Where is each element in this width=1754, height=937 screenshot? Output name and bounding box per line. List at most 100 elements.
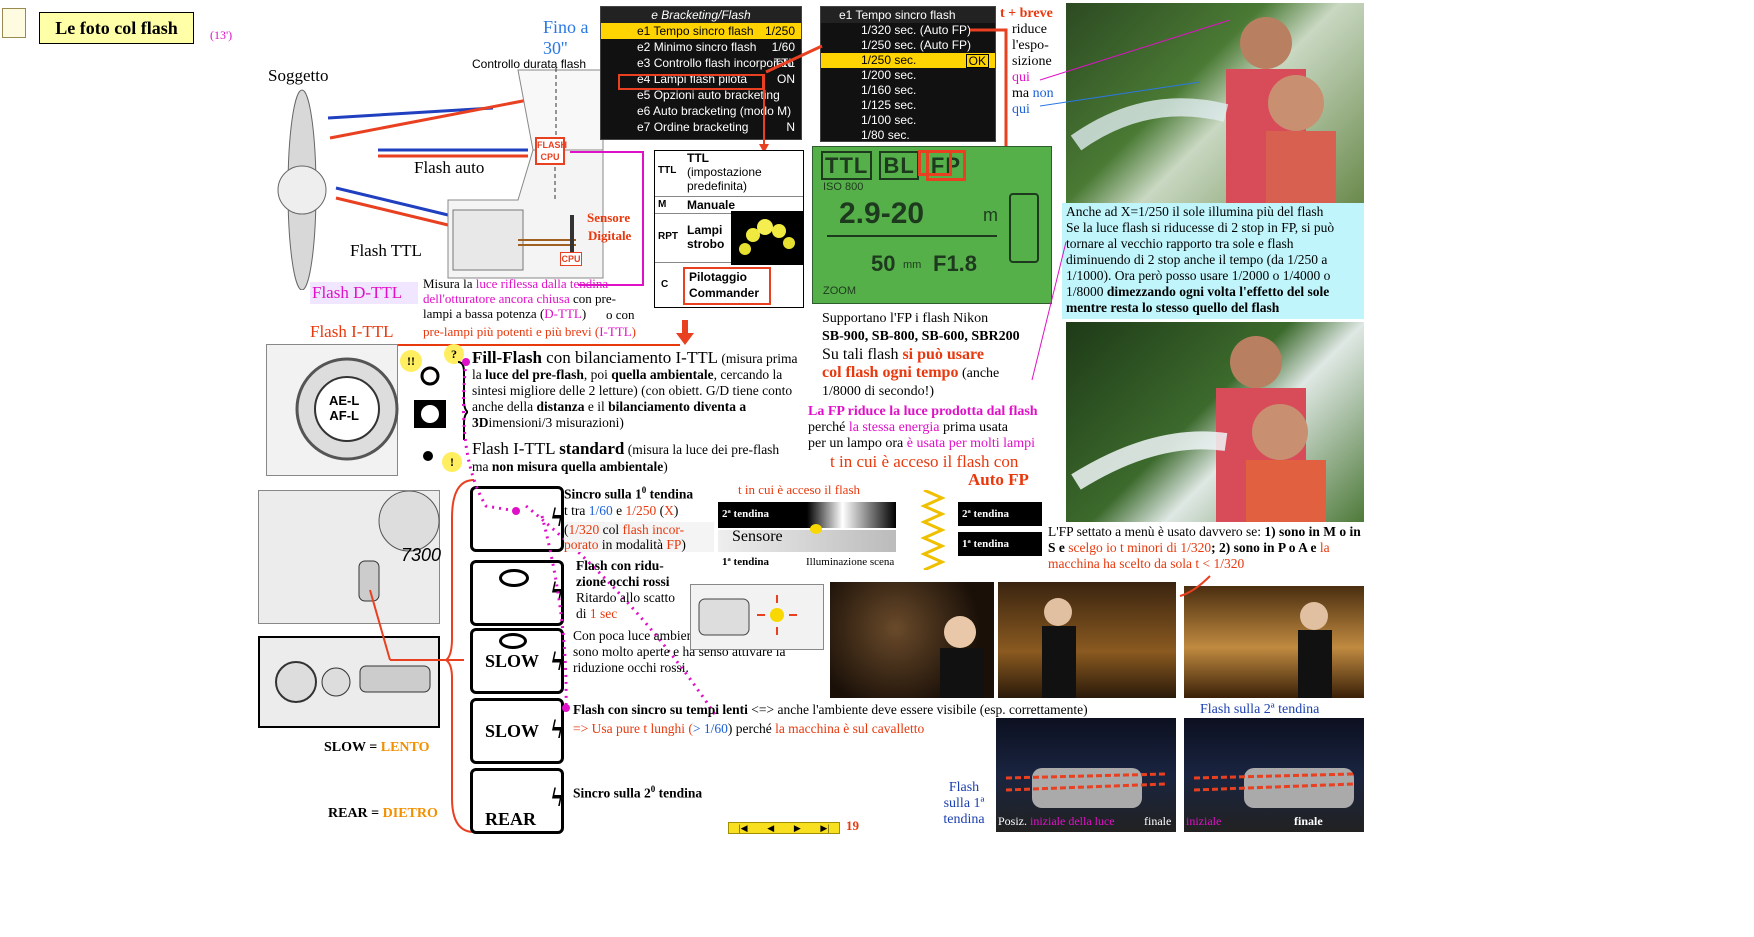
- nav-next-button[interactable]: ▶: [793, 823, 801, 833]
- menu-row-e5[interactable]: e5 Opzioni auto bracketing: [601, 87, 801, 103]
- menu-label: Opzioni auto bracketing: [653, 88, 780, 102]
- menu1-red-frame: [618, 74, 764, 90]
- mode-line: strobo: [687, 237, 725, 251]
- fp-menu-f: la macchina ha scelto da sola: [1048, 540, 1330, 571]
- menu2-header: e1 Tempo sincro flash: [821, 7, 995, 23]
- mode-text: Lampi strobo: [687, 223, 724, 251]
- menu2-selected-label: 1/250 sec.: [861, 53, 917, 67]
- sync5-text: Sincro sulla 20 tendina: [573, 784, 702, 802]
- fp-red-box: [918, 150, 952, 176]
- menu2-row[interactable]: 1/200 sec.: [861, 68, 917, 82]
- mode-item-ttl[interactable]: TTL TTL (impostazione predefinita): [655, 151, 803, 197]
- tendina-2: 2ª tendina: [722, 508, 770, 520]
- tbreve-non: non: [1032, 86, 1054, 101]
- right-text-panel: Anche ad X=1/250 il sole illumina più de…: [1062, 203, 1364, 319]
- menu-value: ON: [777, 72, 795, 86]
- camera-top-graphic: [358, 490, 440, 602]
- menu2-row[interactable]: 1/100 sec.: [861, 113, 917, 127]
- lamp-graphic: [698, 595, 797, 636]
- slow-redeye-button[interactable]: SLOW ϟ: [470, 628, 564, 694]
- sulla1-caption: Flash sulla 1ª tendina: [938, 780, 990, 828]
- sync1-n: (: [564, 522, 569, 537]
- lcd-range: 2.9-20: [839, 197, 925, 230]
- slow-label: SLOW: [485, 721, 540, 741]
- nav-first-button[interactable]: |◀: [738, 823, 748, 833]
- sync2-text: Flash con ridu-zione occhi rossi Ritardo…: [576, 558, 686, 622]
- nav-prev-button[interactable]: ◀: [767, 823, 775, 833]
- sync2-t: Ritardo allo scatto di: [576, 590, 675, 621]
- sync1-n: col: [599, 522, 623, 537]
- fill-flash-t: , cercando la sintesi migliore delle 2 l…: [472, 367, 793, 414]
- menu-row-e6[interactable]: e6 Auto bracketing (modo M): [601, 103, 801, 119]
- pointer-lines: [1031, 19, 1231, 381]
- fill-flash-bold: bilanciamento diventa a 3D: [472, 399, 747, 430]
- tendina-sensore: Sensore: [732, 528, 783, 545]
- fp-support-line: Su tali flash: [822, 346, 903, 363]
- posiz-label: Posiz.: [998, 814, 1031, 828]
- ittl-label: Flash I-TTL: [310, 322, 394, 341]
- menu2-row[interactable]: 1/250 sec. (Auto FP): [861, 38, 972, 52]
- portrait-graphic-1: [940, 616, 984, 698]
- menu-label: Controllo flash incorporato: [653, 56, 794, 70]
- rear-button[interactable]: REAR ϟ: [470, 768, 564, 834]
- controllo-label: Controllo durata flash: [472, 57, 587, 71]
- fill-flash-title2: con bilanciamento I-TTL: [541, 348, 718, 367]
- tbreve-line: l'espo-: [1012, 38, 1049, 53]
- ittl-underline: [310, 344, 680, 346]
- nav-last-button[interactable]: ▶|: [820, 823, 830, 833]
- menu2-row[interactable]: 1/160 sec.: [861, 83, 917, 97]
- red-eye-button[interactable]: ϟ: [470, 560, 564, 626]
- menu-label: Minimo sincro flash: [653, 40, 757, 54]
- lcd-scale: [827, 235, 997, 243]
- ittl-text: pre-lampi più potenti e più brevi (I-TTL…: [423, 324, 636, 340]
- ae-l: AE-L: [329, 393, 360, 408]
- sync1-title: Sincro sulla 1: [564, 486, 642, 502]
- fp-reduce-title: La FP riduce la luce prodotta dal flash: [808, 404, 1038, 419]
- camera-top-photo: 7300: [258, 490, 441, 624]
- sync4-title: Flash con sincro su tempi lenti: [573, 702, 748, 717]
- portrait-photo-3: [1184, 586, 1364, 698]
- menu2-row[interactable]: 1/320 sec. (Auto FP): [861, 23, 972, 37]
- sync5-title2: tendina: [655, 785, 703, 801]
- mode-item-strobo[interactable]: RPT Lampi strobo: [655, 211, 803, 265]
- sync5-title: Sincro sulla 2: [573, 785, 651, 801]
- strobo-dots-icon: [739, 219, 795, 255]
- spot-metering-icon: [420, 366, 440, 386]
- lcd-battery-icon: [1009, 193, 1039, 263]
- slow-button[interactable]: SLOW ϟ: [470, 698, 564, 764]
- menu2-row-selected[interactable]: 1/250 sec.OK: [821, 53, 995, 68]
- sync4-text: Flash con sincro su tempi lenti <=> anch…: [573, 700, 1193, 738]
- lcd-mode-bl: BL: [879, 151, 919, 180]
- portrait-photo-1: [830, 582, 994, 698]
- commander-box: Pilotaggio Commander: [683, 267, 771, 305]
- duration-label: (13'): [210, 28, 233, 42]
- ittl-t3: ): [631, 324, 637, 339]
- standard-bold: non misura quella ambientale: [491, 459, 664, 474]
- mode-item-commander[interactable]: C Pilotaggio Commander: [655, 265, 803, 307]
- tbreve-line: riduce: [1012, 22, 1047, 37]
- menu-code: e2: [637, 40, 651, 54]
- kids-water-photo-2: [1066, 322, 1364, 522]
- fp-pulse-bar: [920, 488, 946, 572]
- menu2-row[interactable]: 1/125 sec.: [861, 98, 917, 112]
- car-graphic-2: [1193, 768, 1355, 808]
- right-text-p1: Anche ad X=1/250 il sole illumina più de…: [1066, 204, 1324, 219]
- mode-item-manual[interactable]: M Manuale: [655, 198, 803, 214]
- sync1-n: 1/320: [568, 522, 600, 537]
- fill-flash-t: (misura prima la: [472, 351, 798, 382]
- sulla1-c: tendina: [943, 812, 985, 827]
- pointer-blue: [1039, 81, 1201, 107]
- sync-first-button[interactable]: ϟ: [470, 486, 564, 552]
- fp-reduce-mag: la stessa energia: [848, 420, 940, 435]
- finale2-label: finale: [1294, 814, 1323, 828]
- iniziale-label: iniziale della luce: [1030, 814, 1115, 828]
- exclaim-badge-2: !: [442, 452, 462, 472]
- flash-mode-menu: TTL TTL (impostazione predefinita) M Man…: [654, 150, 804, 308]
- menu2-row[interactable]: 1/80 sec.: [861, 128, 910, 142]
- sulla1-a: Flash: [948, 780, 980, 795]
- pointer-magenta: [1039, 19, 1231, 81]
- ittl-t1: pre-lampi più potenti e più brevi (: [423, 324, 600, 339]
